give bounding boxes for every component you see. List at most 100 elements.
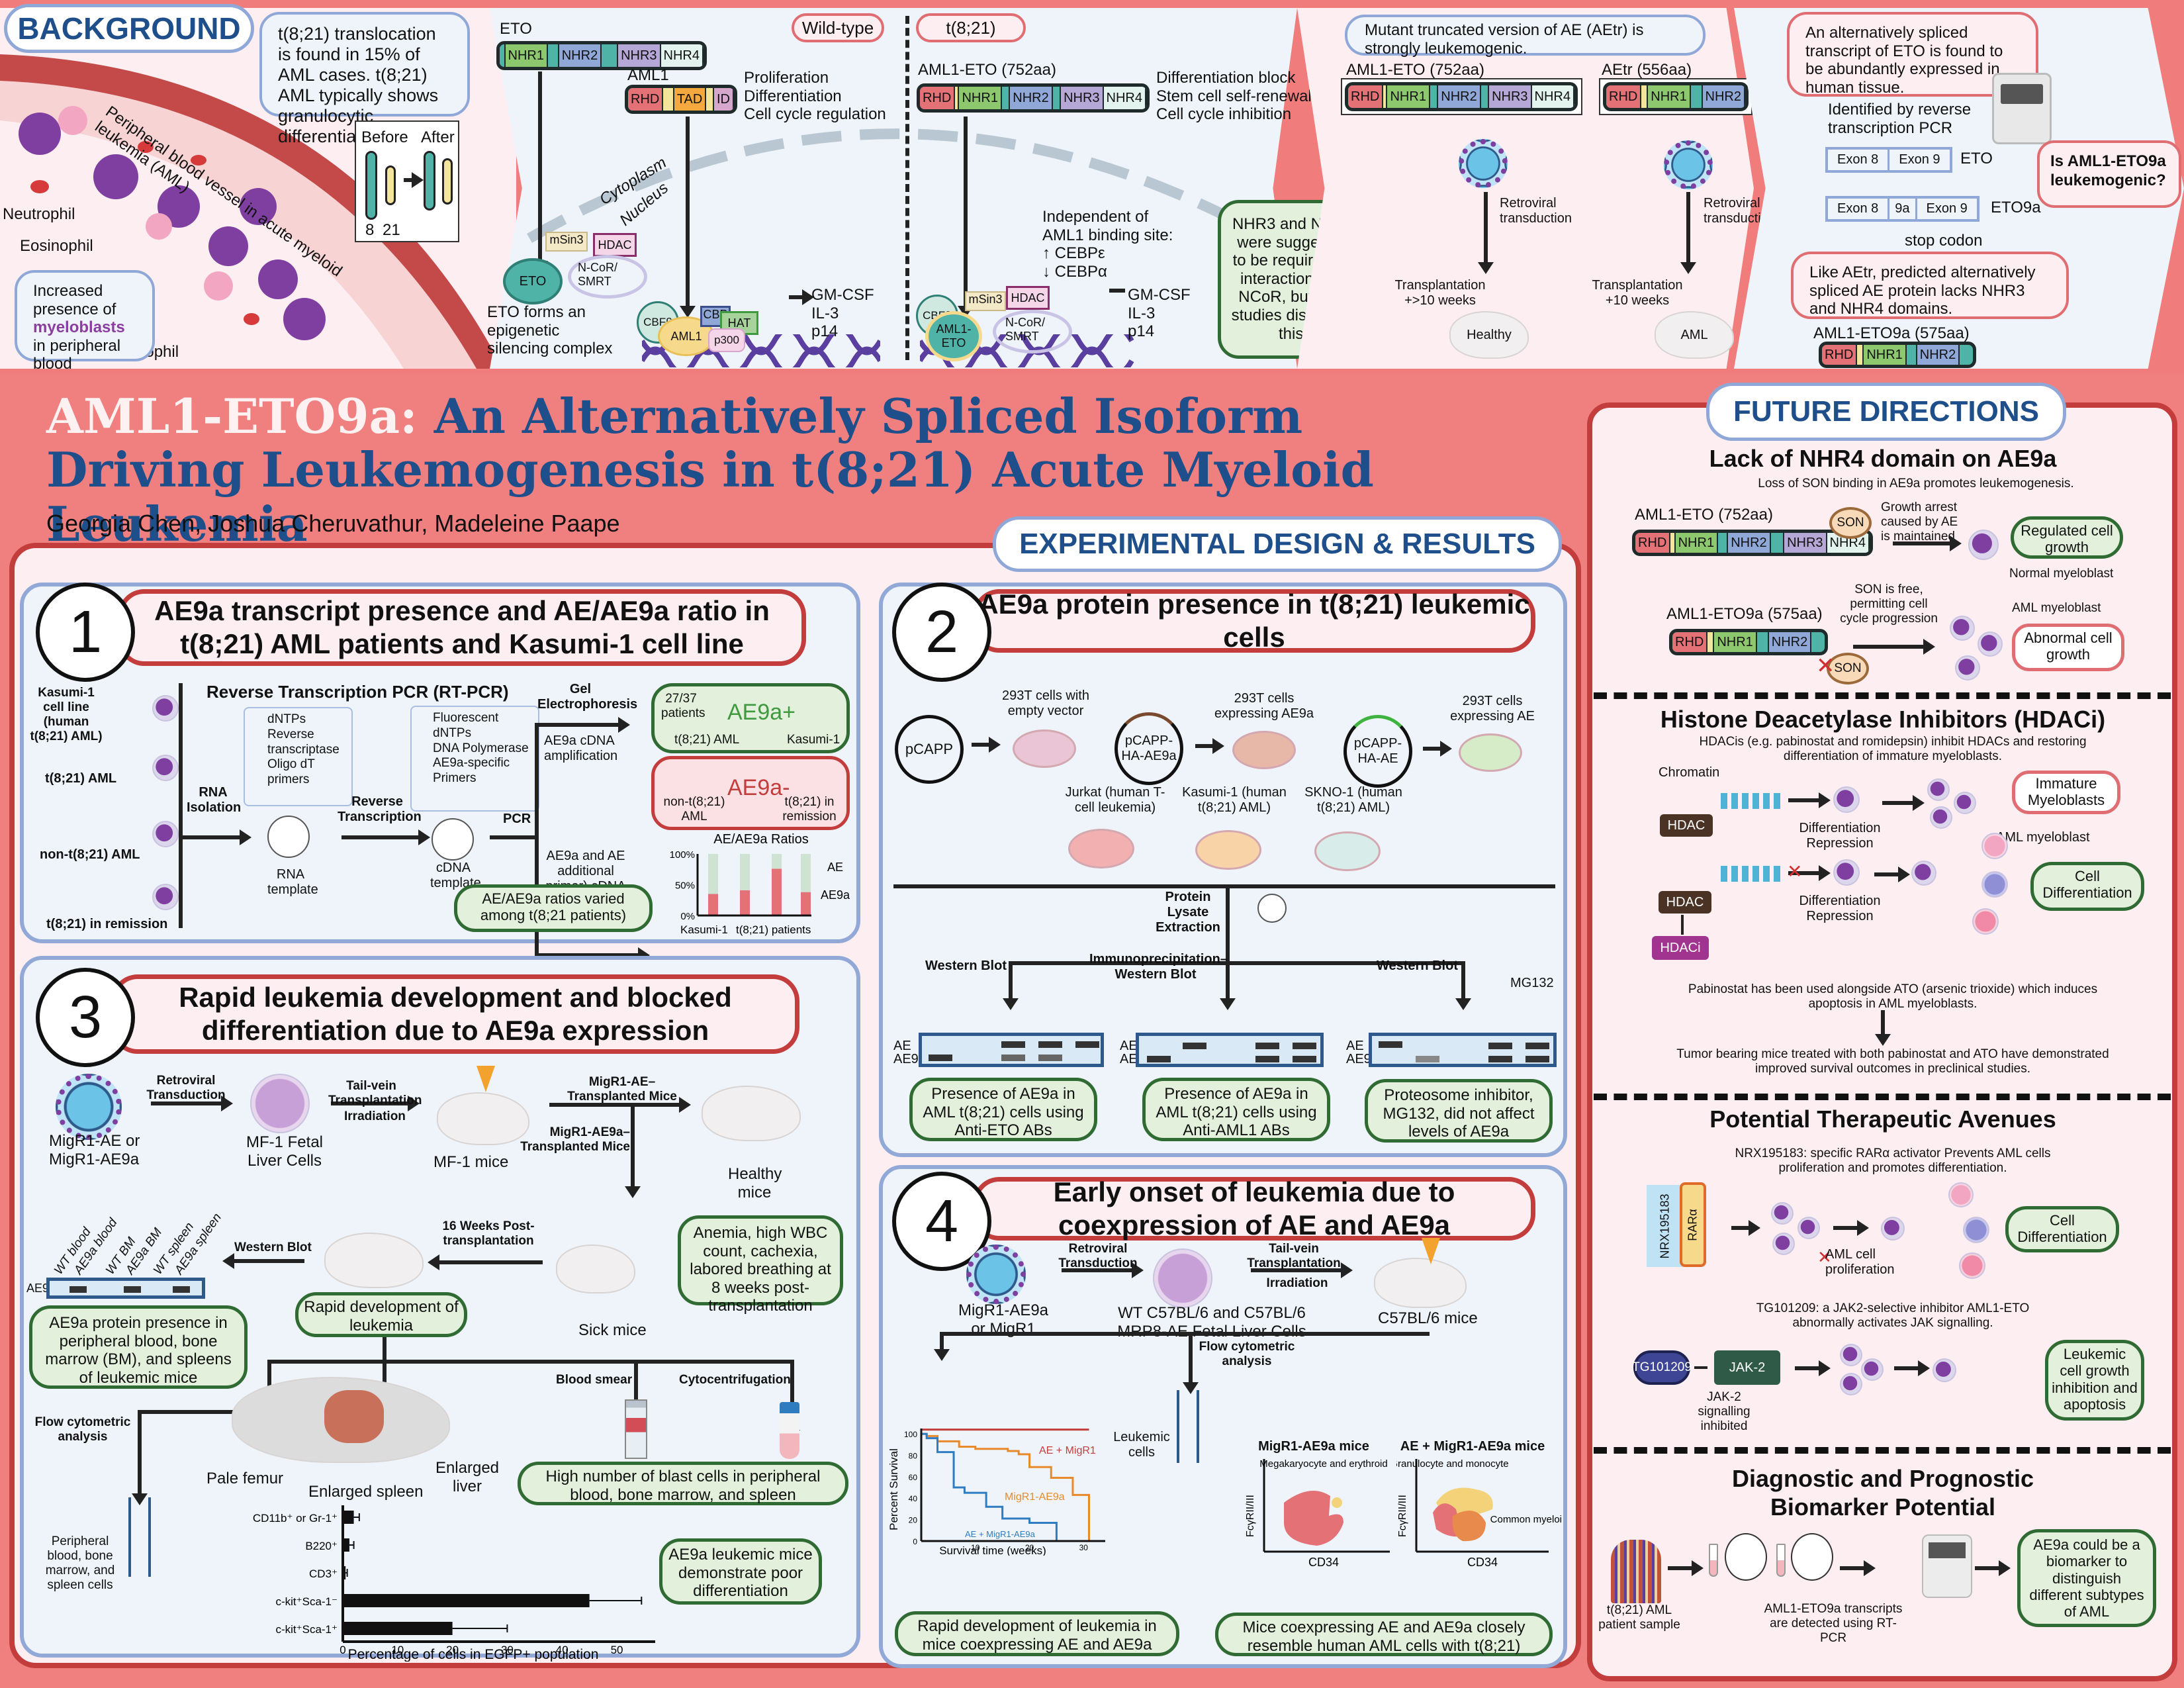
survival-legend-ae-migr1: AE + MigR1 [1039, 1445, 1096, 1456]
detected-label: AML1-ETO9a transcripts are detected usin… [1764, 1602, 1903, 1645]
normal-myeloblast-label: Normal myeloblast [2009, 567, 2114, 581]
sick-mouse [556, 1244, 635, 1293]
transduction-arrow [1680, 192, 1696, 274]
egfp-bar [343, 1511, 354, 1524]
pcr-line [490, 835, 536, 839]
merge-line [893, 884, 1555, 888]
survival-xlabel: Survival time (weeks) [939, 1544, 1046, 1556]
s4-tailvein-label: Tail-vein Transplantation [1247, 1242, 1341, 1270]
plasmid-ae: pCAPP-HA-AE [1343, 715, 1412, 788]
plasmid-pcapp: pCAPP [895, 715, 964, 784]
line-kasumi: Kasumi-1 (human t(8;21) AML) [1182, 785, 1287, 815]
regulated-growth: Regulated cell growth [2011, 516, 2123, 559]
lysate-icon [1257, 894, 1287, 923]
transduction-arrow [1478, 192, 1494, 274]
background-header: BACKGROUND [4, 4, 254, 53]
nhr4-subtitle: Loss of SON binding in AE9a promotes leu… [1758, 477, 2074, 491]
neutrophil-icon [1981, 833, 2008, 859]
branch-line [535, 723, 539, 957]
cell-differentiation-nrx: Cell Differentiation [2005, 1206, 2119, 1252]
ratio-ytick: 0% [680, 911, 695, 922]
method-wb-1: Western Blot [925, 959, 1007, 973]
chromosome-8 [365, 151, 377, 220]
biomarker-arrow [1975, 1560, 2011, 1576]
aml-myeloblast-icon [1950, 616, 1975, 641]
section-1-number: 1 [36, 583, 135, 682]
future-header: FUTURE DIRECTIONS [1706, 383, 2066, 441]
egfp-xlabel: Percentage of cells in EGFP+ population [348, 1647, 599, 1662]
rna-template-icon [267, 816, 310, 858]
s3-western-arrow [232, 1259, 304, 1263]
ratio-legend-ae: AE [827, 861, 843, 874]
organs-icon [324, 1390, 384, 1443]
hdac-protein-t821: HDAC [1006, 286, 1050, 310]
transduction-label: Retroviral transduction [1704, 196, 1776, 226]
survival-xtick: 10 [971, 1543, 980, 1552]
ratio-ytick: 50% [675, 880, 695, 892]
survival-curve [921, 1432, 1058, 1541]
blot-band [1147, 1056, 1171, 1062]
irradiation-bolt-icon [1422, 1238, 1440, 1264]
hdaci-subtitle: HDACis (e.g. pabinostat and romidepsin) … [1699, 735, 2087, 763]
hdac-box: HDAC [1660, 814, 1713, 837]
nuclear-membrane [527, 128, 1234, 243]
dish-kasumi [1195, 830, 1261, 870]
s3-ae9a-transplanted: MigR1-AE9a– Transplanted Mice [520, 1125, 630, 1154]
no-proliferation-label: AML cell proliferation [1825, 1247, 1895, 1277]
cdna-template-icon [432, 818, 474, 861]
western-blot-1 [919, 1033, 1104, 1067]
eosinophil-icon [1959, 1252, 1985, 1279]
ato-arrow [1875, 1010, 1891, 1046]
virus-icon [966, 1244, 1026, 1304]
jak-inhibited-label: JAK-2 signalling inhibited [1698, 1390, 1751, 1433]
monocyte-icon [1981, 871, 2008, 898]
myeloblast-icon [1911, 861, 1936, 886]
spliced-note: An alternatively spliced transcript of E… [1787, 12, 2038, 97]
wb-arrow-2 [1455, 961, 1471, 1010]
patient-sample-label: t(8;21) AML patient sample [1598, 1603, 1680, 1632]
sample-remission: t(8;21) in remission [46, 917, 168, 931]
healthy-mouse: Healthy [1449, 311, 1529, 359]
minor-population [1332, 1497, 1342, 1508]
s3-weeks-label: 16 Weeks Post-transplantation [442, 1219, 535, 1248]
ncor-smrt-t821: N-CoR/ SMRT [993, 310, 1072, 353]
s3-weeks-arrow [437, 1260, 543, 1264]
s4-resemble-note: Mice coexpressing AE and AE9a closely re… [1215, 1613, 1553, 1656]
egfp-category-label: CD11b⁺ or Gr-1⁺ [253, 1512, 338, 1524]
blot-band [124, 1286, 141, 1293]
blot-band [1001, 1055, 1025, 1061]
chromosome-inset: Before After 8 21 [355, 120, 459, 242]
organ-liver: Enlarged liver [435, 1459, 500, 1495]
result-anti-aml1: Presence of AE9a in AML t(8;21) cells us… [1142, 1078, 1330, 1141]
dish-skno [1314, 831, 1381, 871]
reverse-transcription-label: Reverse Transcription [338, 794, 422, 824]
s4-virus-label: MigR1-AE9a or MigR1 [958, 1301, 1049, 1338]
s3-irradiation-label: Irradiation [344, 1109, 406, 1123]
s3-cyto-label: Cytocentrifugation [679, 1373, 791, 1387]
aetr-ae-label: AML1-ETO (752aa) [1346, 61, 1484, 79]
transfect-arrow [1195, 738, 1224, 754]
chromatin-icon [1721, 793, 1784, 809]
aml-myeloblast-icon [1978, 632, 2003, 657]
s3-symptoms: Anemia, high WBC count, cachexia, labore… [678, 1215, 843, 1315]
sample-non-t821: non-t(8;21) AML [40, 847, 140, 862]
ratio-ytick: 100% [670, 849, 695, 861]
fetal-liver-cells-icon [250, 1074, 310, 1133]
normal-myeloblast-icon [1968, 530, 1999, 560]
result-mg132: Proteosome inhibitor, MG132, did not aff… [1365, 1079, 1553, 1143]
hdaci-box: HDACi [1652, 936, 1709, 960]
ae9a-amp-label: AE9a cDNA amplification [544, 733, 618, 763]
poster-title: AML1-ETO9a: An Alternatively Spliced Iso… [46, 388, 1374, 552]
nrx-drug: NRX195183 [1647, 1185, 1684, 1267]
blot-band [1416, 1056, 1439, 1062]
ratio-bar-ae9a [772, 868, 782, 915]
myeloblast-icon [1861, 1358, 1884, 1381]
s3-ae9a-arrow [625, 1103, 641, 1198]
tube-icon [1776, 1544, 1786, 1577]
cross-icon: ✕ [1787, 861, 1803, 882]
transfected-ae9a: 293T cells expressing AE9a [1214, 691, 1314, 721]
